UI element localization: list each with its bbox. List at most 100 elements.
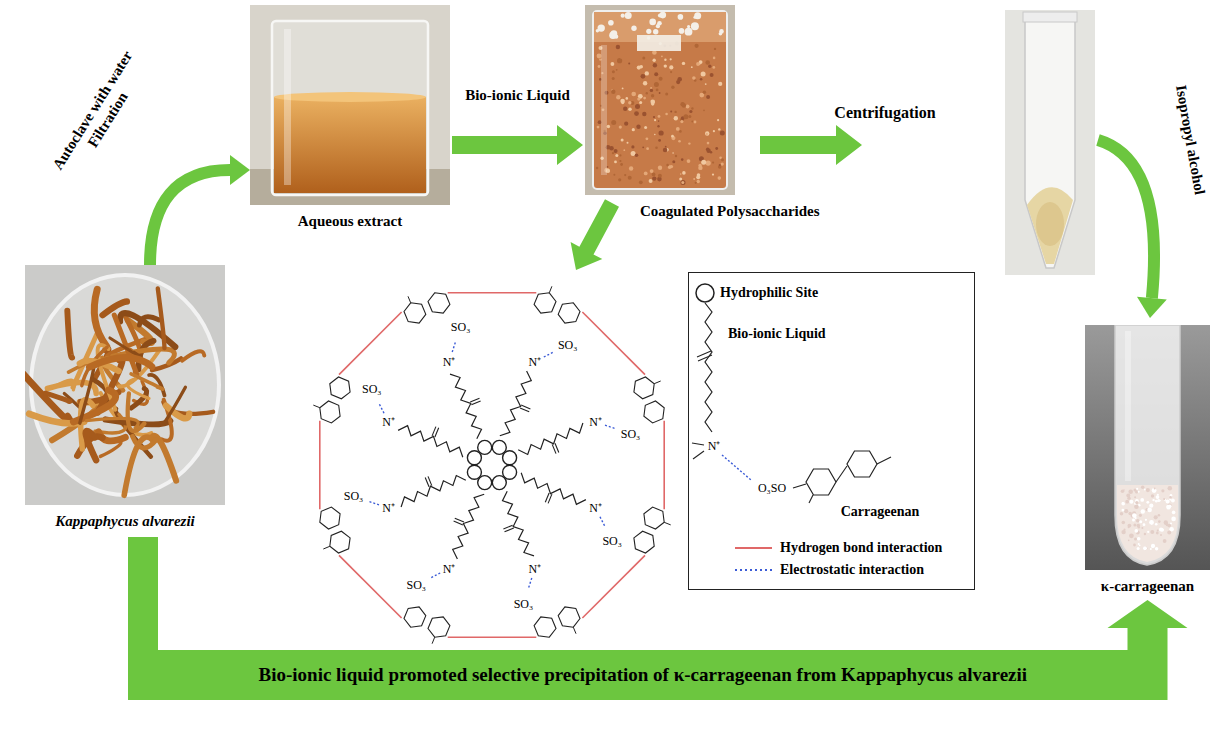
tube-rim — [1023, 12, 1077, 22]
coagulate-speck — [598, 120, 602, 124]
coagulate-speck — [646, 147, 649, 150]
methyl-bond — [692, 443, 704, 445]
powder-grain — [1122, 521, 1126, 525]
coagulate-speck — [697, 173, 701, 177]
electrostatic-line — [605, 425, 616, 429]
coagulate-speck — [616, 95, 620, 99]
coagulate-speck — [718, 176, 722, 180]
photo-frame — [585, 5, 735, 195]
coagulate-speck — [691, 66, 693, 68]
powder-grain — [1128, 512, 1132, 516]
structure-label: Carrageenan — [841, 503, 920, 521]
coagulate-speck — [661, 55, 663, 57]
powder-grain — [1122, 509, 1125, 512]
electrostatic-line — [544, 352, 555, 357]
text-anchor: SO₃ — [602, 533, 622, 548]
coagulate-speck — [619, 154, 621, 156]
text-anchor: SO₃ — [362, 382, 382, 397]
powder-grain — [1143, 546, 1147, 550]
coagulate-speck — [616, 45, 620, 49]
hydrogen-bond-line — [663, 421, 665, 510]
photo-ground — [1085, 325, 1210, 570]
sugar-ring — [428, 293, 450, 313]
bubble — [678, 14, 684, 20]
coagulate-speck — [705, 131, 709, 135]
powder-grain — [1158, 514, 1161, 517]
hydroxyl-bond — [549, 286, 552, 293]
coagulate-speck — [659, 77, 663, 81]
powder-grain — [1136, 488, 1138, 490]
legend-sample-line — [735, 547, 772, 549]
atom-label: N⁺ — [529, 354, 542, 369]
bubble — [687, 25, 690, 28]
powder-grain — [1149, 504, 1153, 508]
coagulate-speck — [658, 174, 662, 178]
powder-grain — [1161, 489, 1164, 492]
coagulate-speck — [611, 62, 615, 66]
coagulate-speck — [710, 73, 714, 77]
photo-image — [250, 5, 450, 205]
text-anchor: Centrifugation — [834, 103, 935, 123]
powder-grain — [1160, 534, 1162, 536]
text-anchor: SO₃ — [621, 426, 641, 441]
atom-label: N⁺ — [382, 500, 395, 515]
powder-grain — [1164, 499, 1166, 501]
coagulate-speck — [637, 98, 640, 101]
powder-grain — [1135, 501, 1138, 504]
text-anchor: N⁺ — [529, 561, 542, 576]
text-anchor: Bio-ionic Liquid — [465, 86, 570, 105]
seaweed-strand — [133, 436, 157, 448]
coagulate-speck — [712, 162, 714, 164]
powder-grain — [1156, 495, 1160, 499]
seaweed-strand — [114, 315, 137, 375]
powder-grain — [1147, 508, 1152, 513]
powder-grain — [1171, 499, 1175, 503]
powder-grain — [1150, 530, 1154, 534]
hydrogen-bond-line — [448, 292, 537, 294]
text-anchor: SO₃ — [407, 578, 427, 593]
coagulate-speck — [672, 152, 674, 154]
powder-grain — [1166, 505, 1171, 510]
coagulate-speck — [686, 105, 690, 109]
coagulate-speck — [656, 89, 659, 92]
coagulate-speck — [691, 121, 693, 123]
hydrophilic-core-bead — [478, 440, 492, 454]
glass-dish — [31, 275, 219, 495]
photo-ground — [585, 5, 735, 195]
text-anchor: N⁺ — [708, 439, 721, 454]
coagulate-speck — [618, 178, 621, 181]
powder-grain — [1141, 509, 1145, 513]
sugar-ring — [330, 377, 350, 399]
extract-liquid — [274, 97, 426, 193]
process-arrow — [452, 125, 583, 165]
powder-grain — [1156, 532, 1159, 535]
powder-grain — [1172, 511, 1176, 515]
hydrophilic-core-bead — [492, 476, 506, 490]
powder-grain — [1151, 545, 1154, 548]
coagulate-speck — [707, 142, 710, 145]
powder-grain — [1136, 519, 1140, 523]
carbonyl-bond — [545, 493, 549, 502]
carbonyl-bond — [455, 518, 464, 522]
photo-caption: Kappaphycus alvarezii — [25, 511, 225, 531]
powder-grain — [1121, 490, 1125, 494]
coagulate-speck — [596, 167, 598, 169]
coagulate-speck — [705, 83, 707, 85]
coagulate-speck — [705, 60, 710, 65]
coagulate-speck — [697, 180, 700, 183]
coagulate-speck — [694, 121, 697, 124]
text-anchor: SO₃ — [514, 596, 534, 611]
photo-frame — [25, 265, 225, 505]
powder-grain — [1155, 523, 1158, 526]
sugar-ring — [806, 469, 836, 495]
atom-label: SO₃ — [451, 319, 471, 334]
seaweed-strand — [152, 359, 181, 370]
coagulate-speck — [652, 173, 656, 177]
coagulate-speck — [693, 178, 695, 180]
bubble — [660, 12, 667, 19]
atom-label: N⁺ — [589, 415, 602, 430]
coagulate-speck — [658, 166, 662, 170]
coagulate-speck — [636, 125, 640, 129]
coagulate-speck — [623, 149, 625, 151]
ionic-liquid-chain — [503, 491, 535, 556]
